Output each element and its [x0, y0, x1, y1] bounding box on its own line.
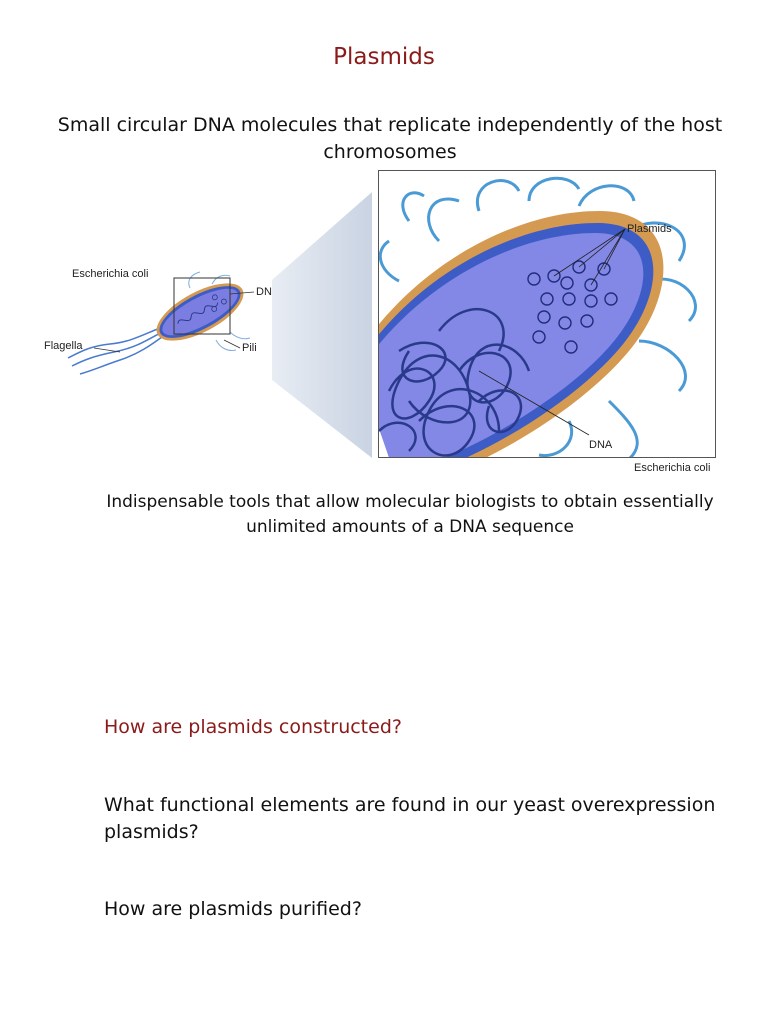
pili-label: Pili	[242, 342, 257, 354]
question-functional-elements: What functional elements are found in ou…	[104, 794, 716, 843]
description-text: Indispensable tools that allow molecular…	[106, 492, 714, 537]
ecoli-zoom-illustration	[379, 176, 697, 457]
ecoli-overview-figure: Escherichia coli DNA Flagella Pili	[40, 262, 279, 382]
ecoli-zoom-figure: Plasmids DNA	[378, 170, 716, 458]
question-purification: How are plasmids purified?	[104, 898, 362, 920]
plasmids-label: Plasmids	[627, 223, 672, 235]
dna-label-large: DNA	[589, 439, 613, 451]
page-title: Plasmids	[333, 44, 435, 70]
ecoli-overview-illustration	[67, 271, 255, 375]
zoom-connector	[272, 192, 372, 458]
figure-caption: Escherichia coli	[634, 462, 711, 474]
question-construction: How are plasmids constructed?	[104, 716, 402, 738]
flagella-label: Flagella	[44, 340, 83, 352]
organism-label: Escherichia coli	[72, 268, 149, 280]
subtitle-text: Small circular DNA molecules that replic…	[57, 114, 723, 163]
